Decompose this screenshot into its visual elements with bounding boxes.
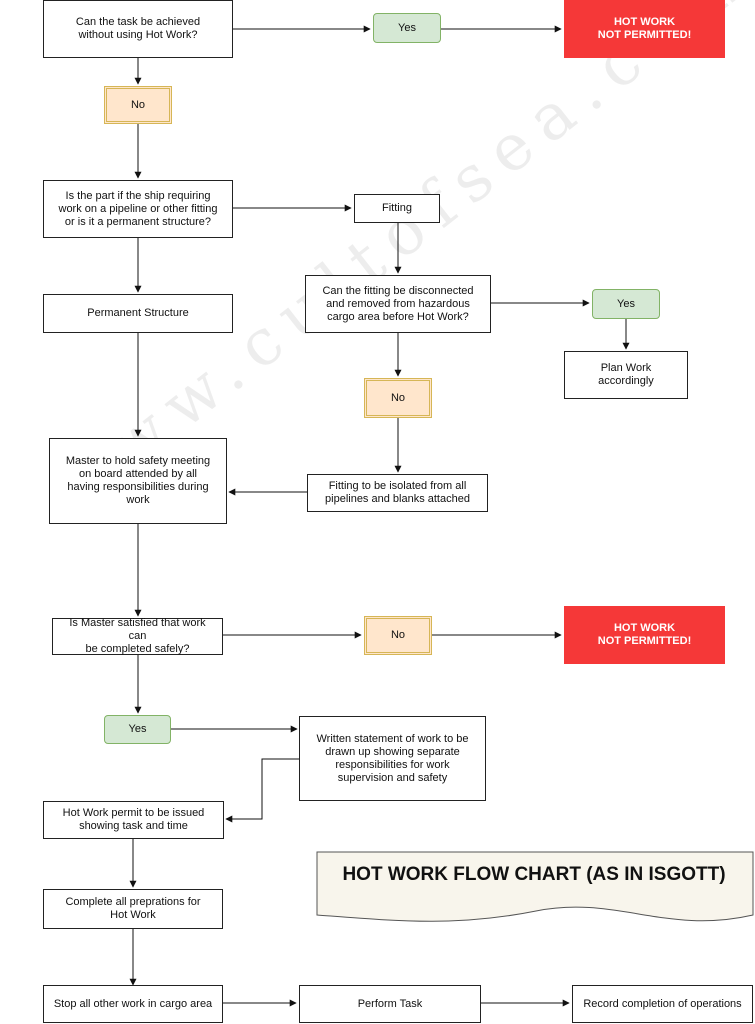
question-master-satisfied: Is Master satisfied that work can be com… xyxy=(52,617,223,655)
question-fitting-disconnected: Can the fitting be disconnected and remo… xyxy=(305,275,491,333)
no-label-2: No xyxy=(364,378,432,418)
record-completion-box: Record completion of operations xyxy=(572,985,753,1023)
no-label-3: No xyxy=(364,616,432,655)
chart-title: HOT WORK FLOW CHART (AS IN ISGOTT) xyxy=(342,864,726,885)
question-pipeline-or-structure: Is the part if the ship requiring work o… xyxy=(43,180,233,238)
perform-task-box: Perform Task xyxy=(299,985,481,1023)
written-statement-box: Written statement of work to be drawn up… xyxy=(299,716,486,801)
no-label-1: No xyxy=(104,86,172,124)
plan-work-box: Plan Work accordingly xyxy=(564,351,688,399)
question-avoid-hot-work: Can the task be achieved without using H… xyxy=(43,0,233,58)
safety-meeting-box: Master to hold safety meeting on board a… xyxy=(49,438,227,524)
complete-preparations-box: Complete all preprations for Hot Work xyxy=(43,889,223,929)
hot-work-not-permitted-2: HOT WORK NOT PERMITTED! xyxy=(564,606,725,664)
hot-work-not-permitted-1: HOT WORK NOT PERMITTED! xyxy=(564,0,725,58)
title-banner xyxy=(316,851,754,922)
yes-label-1: Yes xyxy=(373,13,441,43)
edge-statement-permit xyxy=(225,758,299,823)
yes-label-2: Yes xyxy=(592,289,660,319)
yes-label-3: Yes xyxy=(104,715,171,744)
permit-issued-box: Hot Work permit to be issued showing tas… xyxy=(43,801,224,839)
stop-other-work-box: Stop all other work in cargo area xyxy=(43,985,223,1023)
fitting-box: Fitting xyxy=(354,194,440,223)
fitting-isolated-box: Fitting to be isolated from all pipeline… xyxy=(307,474,488,512)
permanent-structure-box: Permanent Structure xyxy=(43,294,233,333)
